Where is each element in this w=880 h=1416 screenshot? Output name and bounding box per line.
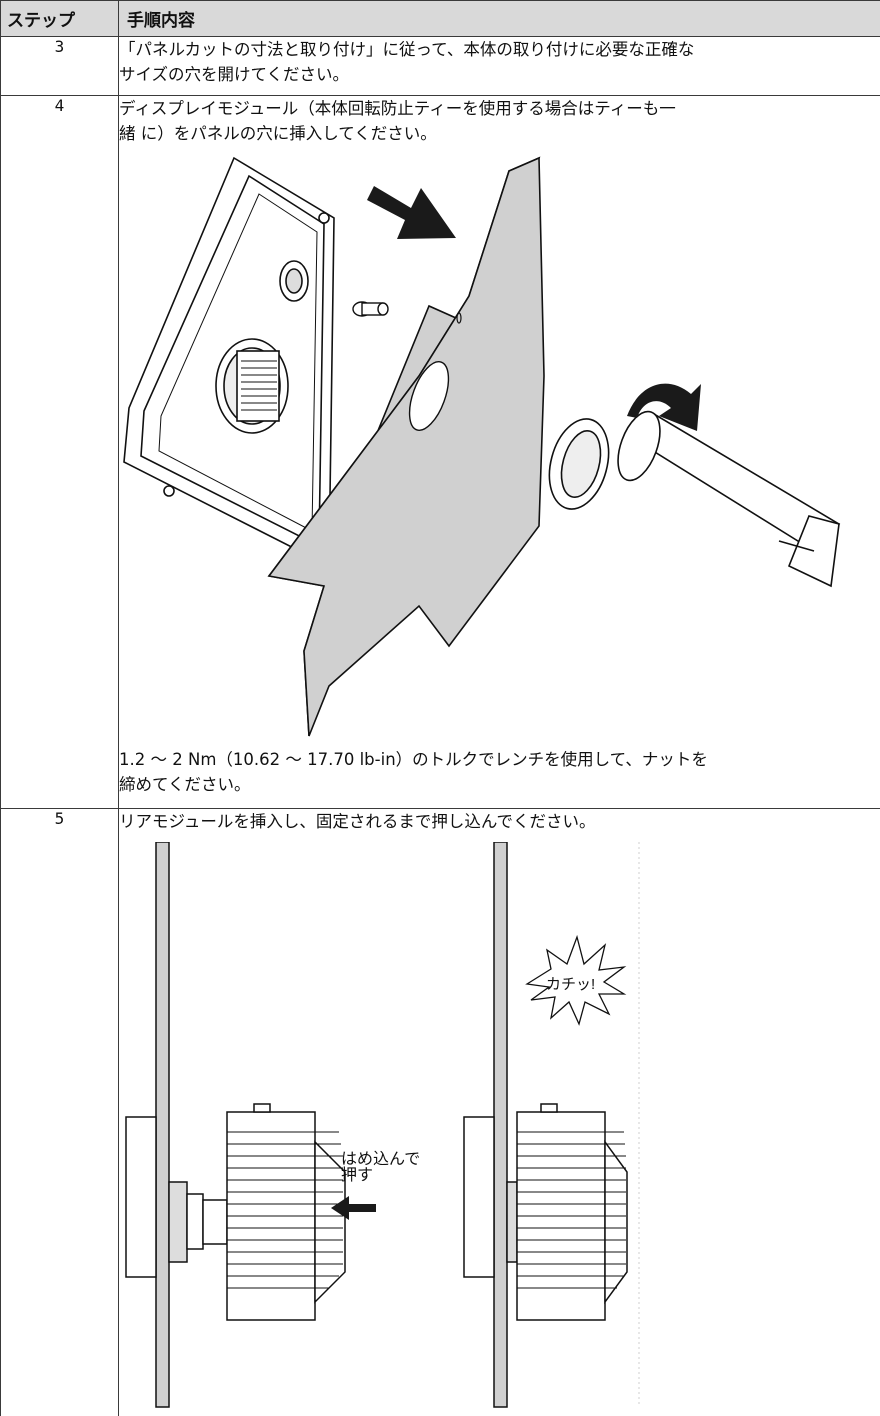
header-step: ステップ	[1, 1, 119, 37]
push-label-2: 押す	[341, 1166, 373, 1184]
torque-note: 1.2 ～ 2 Nm（10.62 ～ 17.70 lb-in）のトルクでレンチを…	[119, 747, 880, 797]
arrow-right-icon	[367, 186, 456, 239]
table-header-row: ステップ 手順内容	[1, 1, 880, 37]
header-content: 手順内容	[119, 1, 880, 37]
table-row-step-5: 5 リアモジュールを挿入し、固定されるまで押し込んでください。	[1, 809, 880, 1416]
step-content: 「パネルカットの寸法と取り付け」に従って、本体の取り付けに必要な正確な サイズの…	[119, 37, 880, 96]
step-text: 「パネルカットの寸法と取り付け」に従って、本体の取り付けに必要な正確な サイズの…	[119, 37, 880, 87]
step-text: リアモジュールを挿入し、固定されるまで押し込んでください。	[119, 809, 880, 834]
wrench	[610, 406, 839, 586]
fixing-nut	[540, 412, 618, 515]
anti-rotation-tee	[353, 302, 388, 316]
panel-mount-illustration	[119, 146, 859, 746]
step-number: 5	[1, 809, 119, 1416]
click-label: カチッ!	[546, 976, 595, 993]
table-row-step-4: 4 ディスプレイモジュール（本体回転防止ティーを使用する場合はティーも一 緒 に…	[1, 96, 880, 809]
left-scene	[126, 842, 345, 1407]
step-number: 3	[1, 37, 119, 96]
step-content: ディスプレイモジュール（本体回転防止ティーを使用する場合はティーも一 緒 に）を…	[119, 96, 880, 809]
table-row-step-3: 3 「パネルカットの寸法と取り付け」に従って、本体の取り付けに必要な正確な サイ…	[1, 37, 880, 96]
display-module	[124, 158, 334, 566]
step-text: ディスプレイモジュール（本体回転防止ティーを使用する場合はティーも一 緒 に）を…	[119, 96, 880, 146]
right-scene	[464, 842, 627, 1407]
step-number: 4	[1, 96, 119, 809]
step-content: リアモジュールを挿入し、固定されるまで押し込んでください。	[119, 809, 880, 1416]
rear-module-illustration: はめ込んで 押す	[119, 842, 859, 1412]
push-label: はめ込んで	[341, 1150, 420, 1168]
